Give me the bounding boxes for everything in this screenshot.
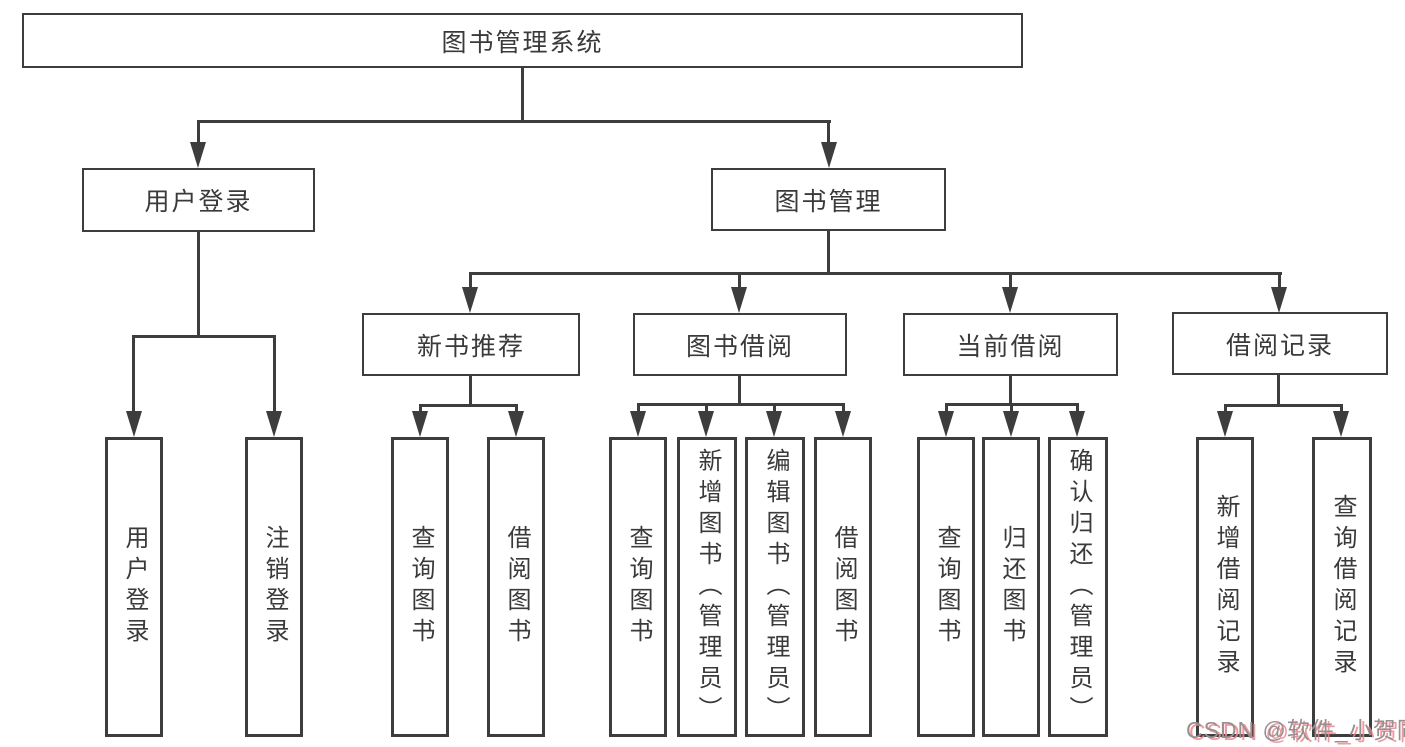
leaf-add-borrow-record: 新增借阅记录 — [1196, 437, 1254, 737]
node-borrow-records-label: 借阅记录 — [1225, 331, 1334, 360]
leaf-return-book: 归还图书 — [982, 437, 1040, 737]
arrowhead — [126, 411, 142, 437]
arrowhead — [266, 411, 282, 437]
connector-line — [1278, 272, 1281, 290]
node-new-book-recommend-label: 新书推荐 — [416, 332, 525, 361]
connector-user-login-branch — [133, 335, 276, 338]
connector-line — [1076, 403, 1079, 415]
watermark: CSDN @软件_小贺同学 — [1186, 717, 1405, 743]
arrowhead — [1271, 287, 1287, 313]
node-user-login-label: 用户登录 — [144, 188, 253, 216]
node-borrow-records: 借阅记录 — [1172, 312, 1388, 375]
leaf-borrow-books-recommend: 借阅图书 — [487, 437, 545, 737]
leaf-user-login: 用户登录 — [105, 437, 163, 737]
connector-branch — [637, 403, 845, 406]
connector-stem — [1009, 376, 1012, 405]
arrowhead — [630, 411, 646, 437]
arrowhead — [1002, 287, 1018, 313]
connector-line — [945, 403, 948, 415]
arrowhead — [190, 142, 206, 168]
leaf-query-books-current: 查询图书 — [917, 437, 975, 737]
connector-line — [469, 272, 472, 290]
node-book-borrow: 图书借阅 — [633, 313, 847, 376]
arrowhead — [1069, 411, 1085, 437]
node-root: 图书管理系统 — [22, 13, 1023, 68]
leaf-query-books-borrow-label: 查询图书 — [625, 525, 652, 649]
leaf-edit-book-admin: 编辑图书（管理员） — [745, 437, 805, 737]
leaf-edit-book-admin-label: 编辑图书（管理员） — [762, 447, 789, 727]
arrowhead — [1217, 411, 1233, 437]
connector-line — [1010, 403, 1013, 415]
arrowhead — [508, 411, 524, 437]
connector-stem — [738, 376, 741, 405]
leaf-add-borrow-record-label: 新增借阅记录 — [1212, 494, 1239, 680]
connector-line — [1009, 272, 1012, 290]
leaf-borrow-books: 借阅图书 — [814, 437, 872, 737]
leaf-query-borrow-record: 查询借阅记录 — [1312, 437, 1372, 737]
arrowhead — [938, 411, 954, 437]
connector-user-login-stem — [197, 232, 200, 335]
connector-line — [842, 403, 845, 415]
node-book-borrow-label: 图书借阅 — [685, 332, 794, 361]
connector-line — [705, 403, 708, 415]
connector-line — [273, 335, 276, 415]
leaf-add-book-admin: 新增图书（管理员） — [677, 437, 737, 737]
node-book-management-label: 图书管理 — [774, 187, 883, 216]
node-new-book-recommend: 新书推荐 — [362, 313, 580, 376]
connector-line — [515, 404, 518, 416]
connector-root-stem — [521, 66, 524, 120]
leaf-borrow-books-recommend-label: 借阅图书 — [503, 525, 530, 649]
connector-book-mgmt-stem — [827, 231, 830, 272]
leaf-logout-login-label: 注销登录 — [261, 525, 288, 649]
arrowhead — [821, 142, 837, 168]
connector-branch — [1224, 404, 1343, 407]
connector-line — [1224, 404, 1227, 416]
leaf-borrow-books-label: 借阅图书 — [830, 525, 857, 649]
connector-book-mgmt-branch — [469, 272, 1282, 275]
connector-branch — [419, 404, 518, 407]
connector-stem — [1277, 375, 1280, 406]
arrowhead — [1333, 411, 1349, 437]
leaf-logout-login: 注销登录 — [245, 437, 303, 737]
connector-line — [637, 403, 640, 415]
connector-line — [738, 272, 741, 290]
connector-line — [132, 335, 135, 415]
arrowhead — [766, 411, 782, 437]
leaf-query-books-borrow: 查询图书 — [609, 437, 667, 737]
leaf-add-book-admin-label: 新增图书（管理员） — [694, 447, 721, 727]
leaf-confirm-return-admin: 确认归还（管理员） — [1048, 437, 1108, 737]
leaf-query-books-recommend-label: 查询图书 — [407, 525, 434, 649]
leaf-user-login-label: 用户登录 — [121, 525, 148, 649]
arrowhead — [731, 287, 747, 313]
connector-line — [773, 403, 776, 415]
connector-line — [827, 120, 830, 150]
node-root-label: 图书管理系统 — [441, 28, 604, 57]
node-current-borrow-label: 当前借阅 — [956, 332, 1065, 361]
leaf-query-books-current-label: 查询图书 — [933, 525, 960, 649]
arrowhead — [412, 411, 428, 437]
arrowhead — [462, 287, 478, 313]
connector-line — [1340, 404, 1343, 416]
node-book-management: 图书管理 — [711, 168, 946, 231]
connector-line — [419, 404, 422, 416]
arrowhead — [698, 411, 714, 437]
connector-root-branch — [197, 120, 831, 123]
leaf-confirm-return-admin-label: 确认归还（管理员） — [1065, 447, 1092, 727]
connector-stem — [469, 376, 472, 406]
leaf-return-book-label: 归还图书 — [998, 525, 1025, 649]
connector-line — [197, 120, 200, 150]
leaf-query-borrow-record-label: 查询借阅记录 — [1329, 494, 1356, 680]
leaf-query-books-recommend: 查询图书 — [391, 437, 449, 737]
node-current-borrow: 当前借阅 — [903, 313, 1118, 376]
node-user-login: 用户登录 — [82, 168, 315, 232]
arrowhead — [1003, 411, 1019, 437]
arrowhead — [835, 411, 851, 437]
